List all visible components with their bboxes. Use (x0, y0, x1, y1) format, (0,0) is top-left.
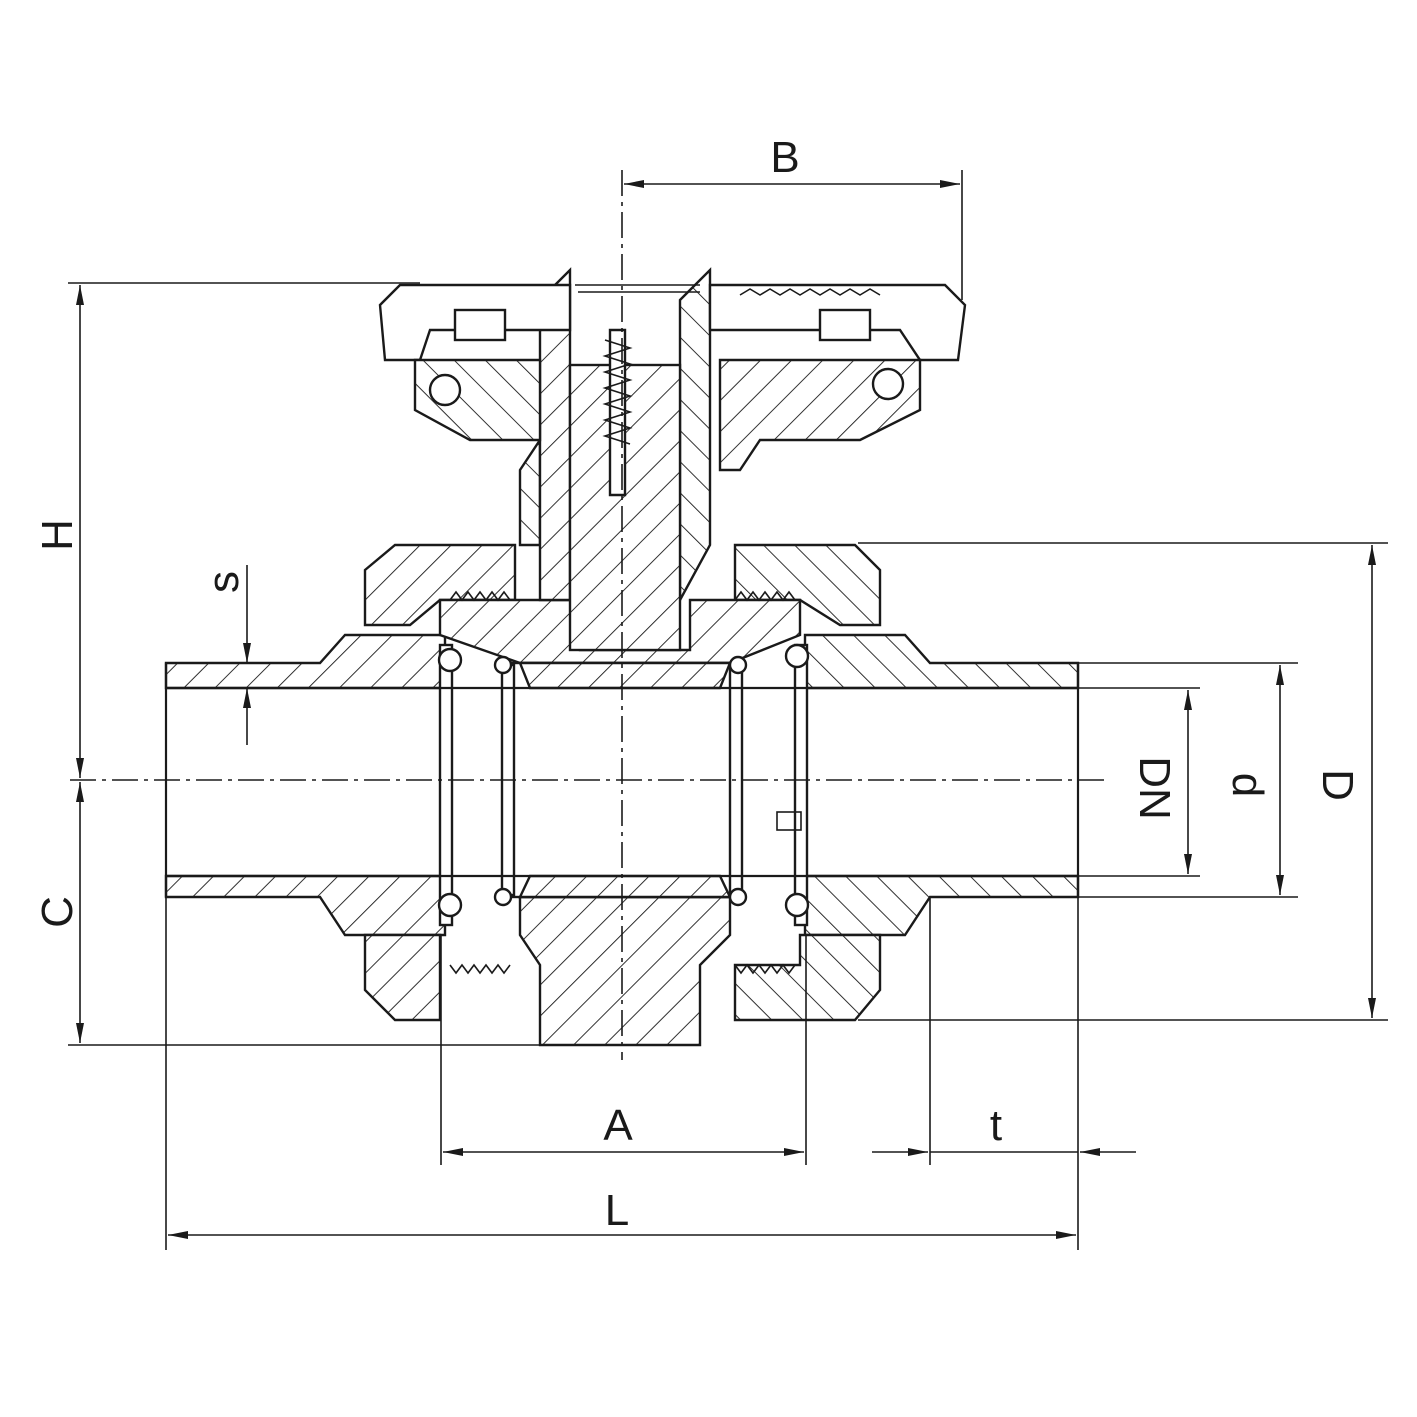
label-t: t (990, 1101, 1002, 1150)
label-s: s (199, 571, 248, 593)
label-A: A (603, 1101, 633, 1150)
label-DN: DN (1130, 756, 1179, 820)
dimension-lines (76, 180, 1376, 1239)
label-B: B (770, 133, 799, 182)
label-C: C (33, 896, 82, 928)
label-H: H (33, 519, 82, 551)
label-D: D (1313, 769, 1362, 801)
valve-handle (378, 267, 967, 652)
label-L: L (605, 1186, 629, 1235)
label-d: d (1223, 773, 1272, 797)
dimension-labels: B H C s DN d D A t L (33, 133, 1362, 1235)
extension-lines (68, 170, 1388, 1250)
